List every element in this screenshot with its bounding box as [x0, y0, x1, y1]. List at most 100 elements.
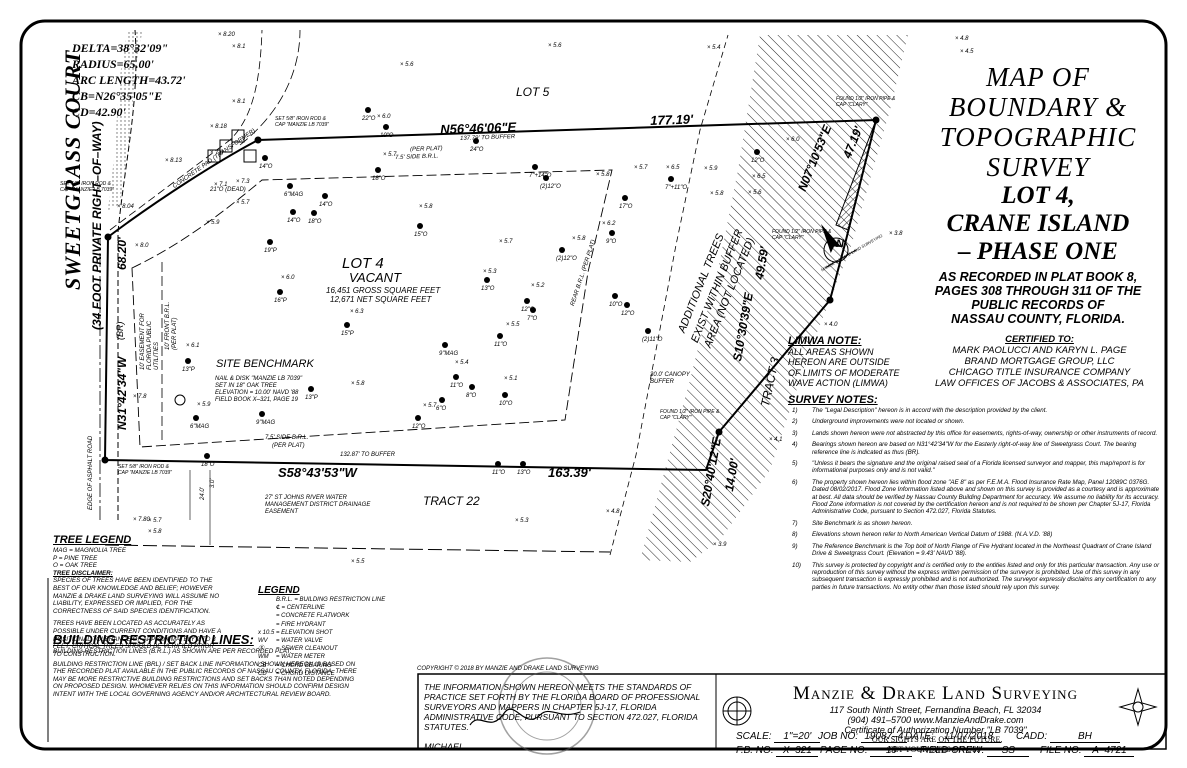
survey-note: 8)Elevations shown hereon refer to North… — [788, 531, 1163, 538]
legend-text: = WATER METER — [276, 654, 325, 661]
certified-line: CHICAGO TITLE INSURANCE COMPANY — [948, 367, 1131, 378]
tree-location-note: TREES HAVE BEEN LOCATED AS ACCURATELY AS… — [53, 620, 221, 658]
spot-elevation: × 5.8 — [419, 204, 433, 210]
tree-legend-heading: TREE LEGEND — [53, 534, 132, 546]
spot-elevation: × 8.13 — [165, 158, 183, 164]
tree-label: 24"O — [469, 147, 484, 153]
tree-marker — [559, 247, 565, 253]
spot-elevation: × 8.04 — [117, 204, 135, 210]
tree-label: 6"MAG — [190, 424, 209, 430]
tree-label: 10"O — [380, 133, 394, 139]
tree-label: 7"+11"O — [665, 185, 687, 191]
benchmark-title: SITE BENCHMARK — [216, 358, 314, 370]
legend-item: = FIRE HYDRANT — [258, 621, 418, 629]
limwa-line: ALL AREAS SHOWN — [788, 346, 874, 357]
title-line: MAP OF — [986, 62, 1090, 92]
survey-note: 6)The property shown hereon lies within … — [788, 479, 1163, 516]
curve-data: DELTA=38°32'09" RADIUS=65.00' ARC LENGTH… — [72, 40, 186, 120]
survey-note-number: 1) — [792, 407, 798, 414]
statement-text: THE INFORMATION SHOWN HEREON MEETS THE S… — [424, 682, 700, 732]
survey-note-text: Bearings shown hereon are based on N31°4… — [812, 441, 1137, 456]
curve-radius: RADIUS=65.00' — [72, 57, 154, 71]
certified-line: BRAND MORTGAGE GROUP, LLC — [964, 356, 1115, 367]
spot-elevation: × 5.8 — [596, 172, 610, 178]
tree-marker — [383, 124, 389, 130]
survey-note-number: 3) — [792, 429, 798, 437]
tree-label: 15"P — [341, 331, 354, 337]
survey-note-number: 10) — [792, 561, 801, 569]
legend-text: = CHORD BEARING — [276, 662, 332, 669]
monument-sw — [101, 456, 109, 464]
tree-legend-item: P = PINE TREE — [53, 554, 98, 562]
tree-label: 18"O — [201, 462, 215, 468]
tree-marker — [267, 239, 273, 245]
spot-elevation: × 3.8 — [889, 231, 903, 237]
iron-n: SET 5/8" IRON ROD & CAP "MANZIE LB 7039" — [275, 116, 329, 128]
tree-marker — [622, 195, 628, 201]
spot-elevation: × 7.8 — [133, 394, 147, 400]
spot-elevation: × 4.5 — [960, 49, 974, 55]
certified-line: MARK PAOLUCCI AND KARYN L. PAGE — [952, 345, 1127, 356]
benchmark-line3: ELEVATION = 10.00' NAVD '88 — [215, 390, 299, 396]
survey-note-number: 5) — [792, 460, 798, 468]
tree-disclaimer: SPECIES OF TREES HAVE BEEN IDENTIFIED TO… — [53, 577, 220, 615]
tree-marker — [754, 149, 760, 155]
legend-list: B.R.L. = BUILDING RESTRICTION LINE℄ = CE… — [258, 596, 418, 678]
survey-note: 7)Site Benchmark is as shown hereon. — [788, 520, 1163, 527]
tree-label: 11"O — [450, 383, 463, 389]
legend-text: = CHORD DISTANCE — [276, 670, 335, 677]
survey-note: 9)The Reference Benchmark is the Top bol… — [788, 543, 1163, 558]
tree-marker — [442, 342, 448, 348]
tree-marker — [495, 461, 501, 467]
spot-elevation: × 8.20 — [218, 32, 236, 38]
legend-item: Ⓢ= SEWER CLEANOUT — [258, 645, 418, 653]
transformer-pad — [207, 129, 257, 163]
tree-label: 9"MAG — [439, 351, 458, 357]
tree-marker — [609, 230, 615, 236]
limwa-heading: LIMWA NOTE: — [788, 335, 862, 347]
tree-label: 13"O — [517, 470, 531, 476]
firm-phone: (904) 491–5700 www.ManzieAndDrake.com — [847, 715, 1024, 725]
spot-elevation: × 7.9 — [210, 150, 224, 156]
curve-chord-distance: CD=42.90' — [72, 105, 126, 119]
net-area: 12,671 NET SQUARE FEET — [330, 295, 432, 304]
tree-label: 7"O — [527, 316, 537, 322]
tree-label: 18"O — [372, 176, 386, 182]
dead-oak: 21"O (DEAD) — [210, 187, 246, 193]
spot-elevation: × 5.4 — [455, 360, 469, 366]
iron-se: FOUND 1/2" IRON PIPE & CAP "CLARY" — [660, 409, 720, 421]
copyright: COPYRIGHT © 2018 BY MANZIE AND DRAKE LAN… — [417, 666, 599, 672]
spot-elevation: × 5.3 — [515, 518, 529, 524]
tree-marker — [322, 193, 328, 199]
firm-block: Manzie & Drake Land Surveying 117 South … — [773, 683, 1098, 754]
limwa-line: WAVE ACTION (LIMWA) — [788, 378, 888, 388]
brl-paragraph: BUILDING RESTRICTION LINES (B.R.L.) AS S… — [53, 648, 292, 655]
row-br: (BR) — [115, 321, 125, 341]
spot-elevation: × 3.9 — [713, 542, 727, 548]
title-line: TOPOGRAPHIC — [939, 122, 1137, 152]
spot-elevation: × 5.6 — [548, 43, 562, 49]
spot-elevation: × 7.80 — [133, 517, 151, 523]
legend-symbol: CD — [258, 670, 267, 677]
legend-item: x 10.5= ELEVATION SHOT — [258, 629, 418, 637]
legend-symbol: WM — [258, 654, 269, 661]
legend-item: CD = CHORD DISTANCE — [258, 670, 418, 678]
spot-elevation: × 5.2 — [531, 283, 545, 289]
spot-elevation: × 5.8 — [351, 381, 365, 387]
survey-note: 10) This survey is protected by copyright… — [788, 562, 1163, 592]
survey-notes-heading: SURVEY NOTES: — [788, 394, 878, 406]
survey-note-text: Underground improvements were not locate… — [812, 418, 965, 426]
job-field: JOB NO: 19087–4 — [818, 731, 907, 743]
limwa-line: OF LIMITS OF MODERATE — [788, 367, 900, 378]
tree-marker — [259, 411, 265, 417]
curve-arc: ARC LENGTH=43.72' — [72, 73, 186, 87]
tree-label: 7"+14"O — [529, 173, 552, 179]
tree-marker — [204, 453, 210, 459]
spot-elevation: × 5.8 — [572, 236, 586, 242]
survey-note-text: This survey is protected by copyright an… — [812, 561, 1160, 591]
street-name: SWEETGRASS COURT — [60, 49, 85, 290]
file-field: FILE NO: A–4721 — [1040, 745, 1135, 757]
survey-note: 2)Underground improvements were not loca… — [788, 418, 1163, 425]
certified-to: CERTIFIED TO: MARK PAOLUCCI AND KARYN L.… — [917, 334, 1162, 389]
legend-text: B.R.L. = BUILDING RESTRICTION LINE — [276, 597, 386, 603]
